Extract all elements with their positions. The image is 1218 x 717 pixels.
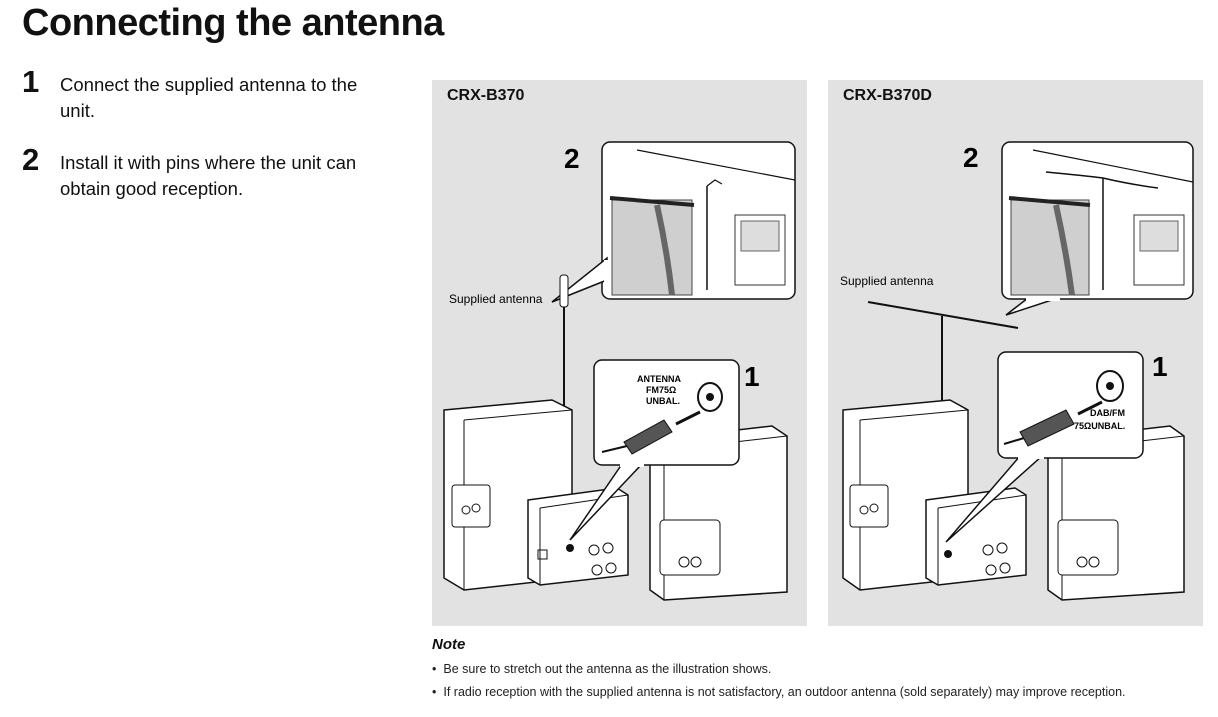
illustration-panel-crx-b370: ANTENNA FM75Ω UNBAL. 2 1 Supplied antenn…	[432, 80, 807, 626]
step-number: 2	[22, 142, 40, 177]
jack-label-line3: UNBAL.	[646, 396, 680, 406]
step-text: Connect the supplied antenna to the unit…	[60, 74, 358, 121]
jack-label-line1: ANTENNA	[637, 374, 681, 384]
illustration-panel-crx-b370d: DAB/FM 75ΩUNBAL. 2 1 Supplied antenna CR…	[828, 80, 1203, 626]
note-heading: Note	[432, 636, 466, 653]
step-number: 1	[22, 64, 40, 99]
page-title: Connecting the antenna	[22, 2, 444, 44]
antenna-illustration: DAB/FM 75ΩUNBAL. 2 1 Supplied antenna	[840, 141, 1194, 601]
note-item: If radio reception with the supplied ant…	[432, 685, 1125, 699]
antenna-label: Supplied antenna	[840, 274, 934, 288]
callout-number-2: 2	[564, 143, 580, 174]
callout-number-1: 1	[1152, 351, 1168, 382]
jack-label-line1: DAB/FM	[1090, 408, 1125, 418]
jack-label-line2: 75ΩUNBAL.	[1074, 421, 1125, 431]
note-item: Be sure to stretch out the antenna as th…	[432, 662, 771, 676]
callout-number-1: 1	[744, 361, 760, 392]
antenna-label: Supplied antenna	[449, 292, 543, 306]
callout-number-2: 2	[963, 142, 979, 173]
antenna-illustration: ANTENNA FM75Ω UNBAL. 2 1 Supplied antenn…	[443, 141, 796, 601]
jack-label-line2: FM75Ω	[646, 385, 676, 395]
step-text: Install it with pins where the unit can …	[60, 152, 357, 199]
model-label: CRX-B370	[447, 87, 525, 104]
model-label: CRX-B370D	[843, 87, 932, 104]
